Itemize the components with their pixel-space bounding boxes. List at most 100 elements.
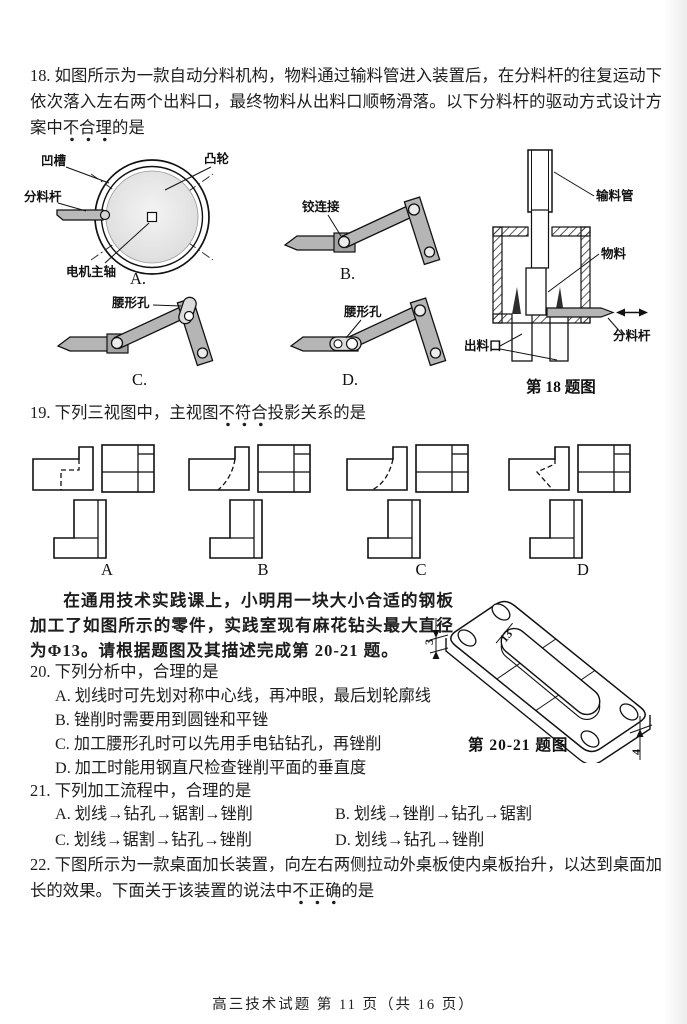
crank-hole bbox=[196, 347, 209, 359]
side-view-inner-lines bbox=[578, 445, 630, 492]
q19-option-a-letter: A bbox=[101, 560, 113, 579]
question-19-stem: 19. 下列三视图中，主视图不符合投影关系的是 bbox=[30, 401, 367, 427]
side-view-outline bbox=[577, 444, 631, 493]
outlet-left bbox=[511, 322, 533, 362]
upper-joint bbox=[407, 203, 421, 216]
q19-option-a-views bbox=[32, 444, 155, 559]
front-view-outline bbox=[508, 446, 570, 491]
guide-spike-right bbox=[555, 287, 564, 314]
front-view-outline bbox=[32, 446, 94, 491]
question-20-stem: 20. 下列分析中，合理的是 bbox=[30, 662, 219, 681]
q18-figure-caption: 第 18 题图 bbox=[526, 377, 596, 396]
q20-21-figure-caption: 第 20-21 题图 bbox=[468, 737, 569, 754]
q19-option-c-views bbox=[346, 444, 469, 559]
q18-option-b-letter: B. bbox=[340, 264, 356, 283]
guide-spike-left bbox=[512, 287, 521, 314]
q18-main-figure: 输料管 物料 分料杆 出料口 第 18 题图 bbox=[464, 149, 651, 396]
cam-label: 凸轮 bbox=[204, 151, 230, 166]
page-footer: 高三技术试题 第 11 页（共 16 页） bbox=[212, 997, 475, 1013]
slot-pin bbox=[345, 337, 359, 350]
top-view-inner-lines bbox=[550, 500, 575, 558]
link-arm bbox=[113, 303, 192, 350]
slot-hole bbox=[333, 339, 343, 349]
hinge-joint bbox=[110, 336, 124, 350]
q18-option-d-linkage-diagram: 腰形孔 bbox=[289, 297, 447, 367]
feed-tube-inner bbox=[530, 209, 550, 269]
q20-21-figure: 3 13 4 bbox=[422, 600, 653, 763]
q19-option-d-views bbox=[508, 444, 631, 559]
q20-option-c: C. 加工腰形孔时可以先用手电钻钻孔，再锉削 bbox=[55, 735, 382, 753]
waist-slot-label: 腰形孔 bbox=[111, 295, 150, 310]
q20-21-passage: 在通用技术实践课上，小明用一块大小合适的钢板加工了如图所示的零件，实践室现有麻花… bbox=[30, 591, 454, 660]
front-view-outline bbox=[346, 446, 408, 491]
q19-option-b-letter: B bbox=[257, 560, 269, 579]
q18-option-a-cam-diagram: 凹槽 凸轮 分料杆 电机主轴 bbox=[24, 151, 230, 279]
motor-shaft-square bbox=[146, 211, 158, 223]
material-label: 物料 bbox=[601, 246, 627, 261]
rod-follower bbox=[99, 209, 111, 221]
q19-stem-emphasis: 不符合 bbox=[218, 403, 268, 427]
groove-label: 凹槽 bbox=[41, 153, 67, 168]
top-view-inner-lines bbox=[388, 500, 413, 558]
q21-option-b: B. 划线→锉削→钻孔→锯割 bbox=[335, 805, 532, 823]
double-arrow bbox=[616, 308, 648, 317]
waist-slot-label: 腰形孔 bbox=[343, 304, 382, 319]
crank-hole bbox=[429, 347, 442, 359]
q21-option-c: C. 划线→锯割→钻孔→锉削 bbox=[55, 831, 252, 849]
top-view-inner-lines bbox=[74, 500, 99, 558]
side-view-inner-lines bbox=[258, 445, 310, 492]
question-18-stem: 18. 如图所示为一款自动分料机构，物料通过输料管进入装置后，在分料杆的往复运动… bbox=[30, 63, 662, 142]
q18-stem-post: 的是 bbox=[111, 118, 145, 137]
front-view-hidden-line bbox=[217, 458, 236, 491]
q20-option-b: B. 锉削时需要用到圆锉和平锉 bbox=[55, 711, 269, 729]
side-view-inner-lines bbox=[416, 445, 468, 492]
q22-stem-post: 的是 bbox=[341, 881, 375, 900]
q22-stem-emphasis: 不正确 bbox=[292, 881, 342, 905]
q21-option-a: A. 划线→钻孔→锯割→锉削 bbox=[55, 805, 253, 823]
slot-leader-line bbox=[345, 319, 362, 339]
slot-pin bbox=[183, 310, 195, 322]
front-view-hidden-line bbox=[371, 458, 394, 491]
side-view-outline bbox=[415, 444, 469, 493]
hopper-walls bbox=[492, 226, 591, 324]
q19-option-c-letter: C bbox=[415, 560, 427, 579]
upper-joint bbox=[413, 304, 427, 317]
link-arm bbox=[340, 202, 419, 249]
cam-leader-lines bbox=[57, 166, 212, 264]
q18-option-c-linkage-diagram: 腰形孔 bbox=[56, 295, 214, 367]
motor-shaft-label: 电机主轴 bbox=[66, 264, 116, 279]
hinge-joint bbox=[337, 235, 351, 249]
sorting-rod-shape bbox=[56, 209, 104, 221]
q21-option-d: D. 划线→钻孔→锉削 bbox=[335, 831, 485, 849]
material-block bbox=[525, 267, 547, 316]
outlet-label: 出料口 bbox=[464, 338, 502, 353]
sorting-rod-main bbox=[546, 307, 615, 318]
q18-option-d-letter: D. bbox=[342, 370, 359, 389]
feed-tube-label: 输料管 bbox=[596, 188, 634, 203]
figure-leader-lines bbox=[499, 171, 623, 361]
q19-option-d-letter: D bbox=[577, 560, 589, 579]
side-view-inner-lines bbox=[102, 445, 154, 492]
q19-stem-pre: 19. 下列三视图中，主视图 bbox=[30, 403, 219, 422]
q20-option-a: A. 划线时可先划对称中心线，再冲眼，最后划轮廓线 bbox=[55, 687, 431, 705]
q22-stem-pre: 22. 下图所示为一款桌面加长装置，向左右两侧拉动外桌板使内桌板抬升，以达到桌面… bbox=[30, 855, 662, 900]
q18-option-c-letter: C. bbox=[132, 370, 148, 389]
q19-option-b-views bbox=[188, 444, 311, 559]
q20-option-d: D. 加工时能用钢直尺检查锉削平面的垂直度 bbox=[55, 759, 367, 777]
hinge-leader-line bbox=[327, 214, 342, 237]
q19-stem-post: 投影关系的是 bbox=[267, 403, 367, 422]
hinge-label: 铰连接 bbox=[302, 199, 340, 214]
rod-label: 分料杆 bbox=[613, 328, 651, 343]
q18-option-b-linkage-diagram: 铰连接 bbox=[283, 196, 441, 266]
front-view-outline bbox=[188, 446, 250, 491]
dim-thickness-text: 3 bbox=[422, 639, 436, 645]
question-22-stem: 22. 下图所示为一款桌面加长装置，向左右两侧拉动外桌板使内桌板抬升，以达到桌面… bbox=[30, 852, 662, 905]
rod-label: 分料杆 bbox=[24, 189, 62, 204]
question-21-stem: 21. 下列加工流程中，合理的是 bbox=[30, 781, 252, 800]
q18-option-a-letter: A. bbox=[130, 269, 147, 288]
crank-hole bbox=[423, 246, 436, 258]
corner-holes bbox=[457, 603, 639, 748]
side-view-outline bbox=[101, 444, 155, 493]
outlet-right bbox=[549, 322, 569, 362]
